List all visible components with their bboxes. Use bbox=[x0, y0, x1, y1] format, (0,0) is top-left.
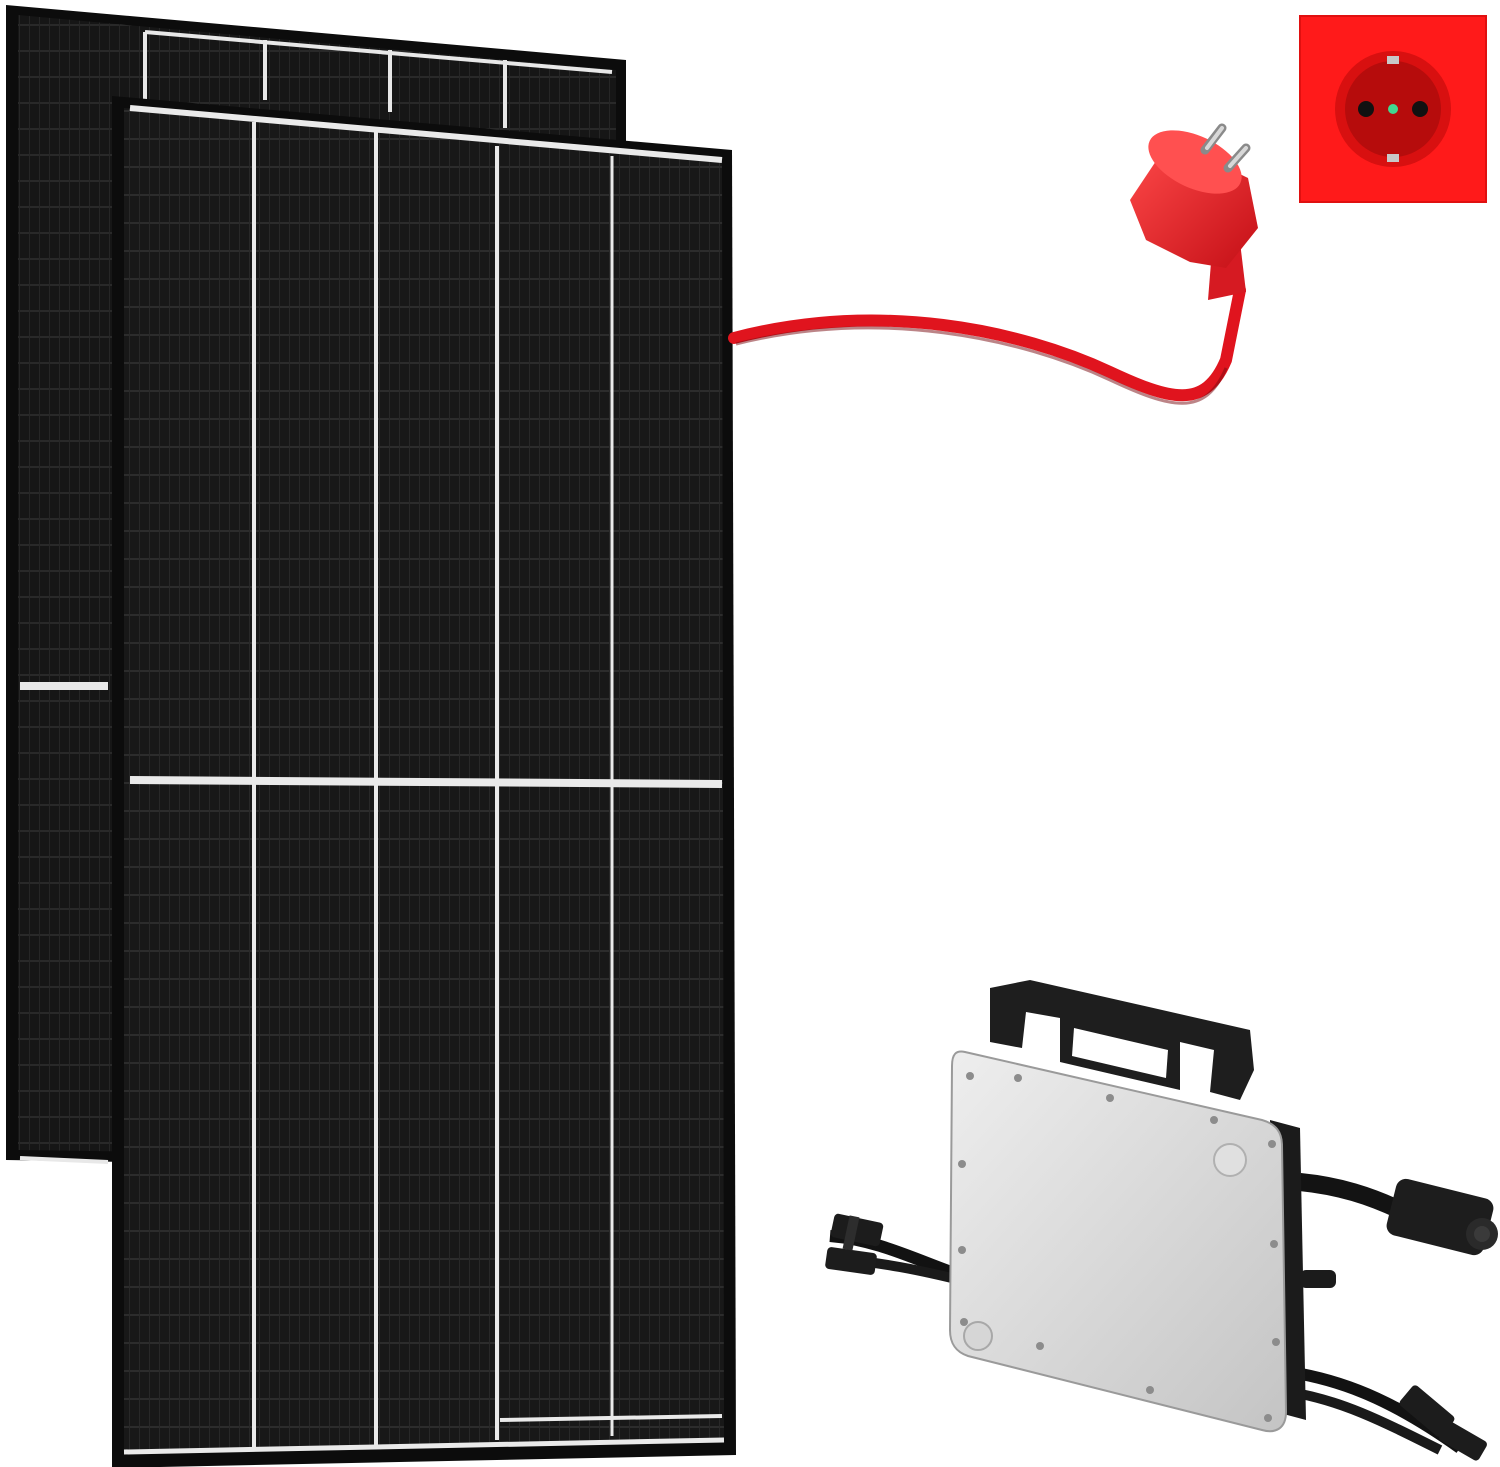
dc-cables-right bbox=[1289, 1366, 1487, 1461]
vent-cover bbox=[963, 1321, 993, 1351]
body-screws bbox=[958, 1072, 1280, 1422]
status-led-cover bbox=[1213, 1143, 1247, 1177]
dc-cables-left bbox=[825, 1213, 970, 1287]
power-cable bbox=[728, 284, 1246, 402]
schuko-plug bbox=[1130, 123, 1258, 300]
socket-ground-bottom bbox=[1387, 154, 1399, 162]
micro-inverter bbox=[825, 980, 1498, 1461]
mounting-bracket bbox=[990, 980, 1254, 1100]
inverter-body bbox=[948, 1050, 1288, 1433]
ac-output-cable bbox=[1299, 1173, 1498, 1256]
socket-hole-right bbox=[1412, 101, 1428, 117]
socket-hole-left bbox=[1358, 101, 1374, 117]
solar-panel-front bbox=[112, 96, 736, 1467]
busbars bbox=[19, 30, 613, 1164]
busbars bbox=[123, 105, 725, 1455]
plug-face bbox=[1148, 130, 1242, 194]
socket-center-dot bbox=[1388, 104, 1398, 114]
cable-shadow bbox=[735, 326, 1228, 405]
socket-ground-top bbox=[1387, 56, 1399, 64]
schuko-wall-socket bbox=[1299, 15, 1487, 203]
